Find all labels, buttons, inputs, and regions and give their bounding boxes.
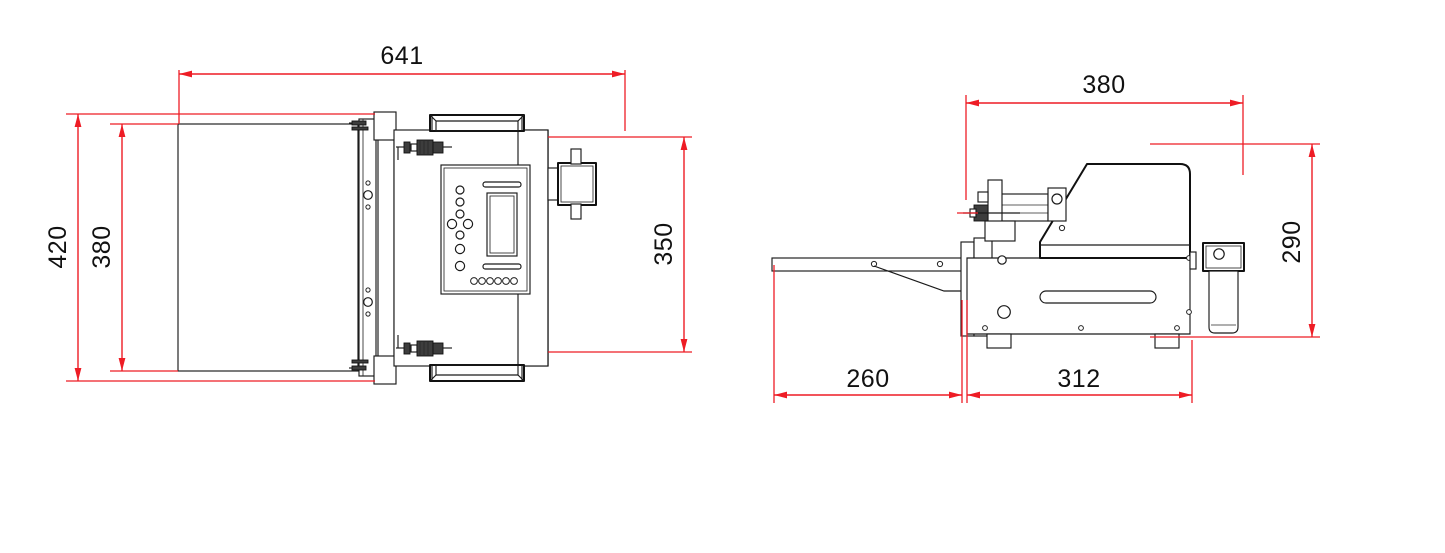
- foot-right: [1154, 333, 1180, 349]
- motor-housing-inner: [560, 165, 594, 203]
- indicator-bar-bottom: [482, 263, 522, 270]
- air-filter-unit: [1189, 242, 1245, 334]
- tray-support-strut: [873, 265, 968, 292]
- rail-hole-small-lower-2: [365, 311, 371, 317]
- panel-button-4[interactable]: [455, 230, 465, 240]
- panel-button-6[interactable]: [454, 260, 466, 272]
- guide-rail-strip: [358, 118, 377, 377]
- body-hole-large: [997, 305, 1011, 319]
- rail-hole-small-upper-1: [365, 180, 371, 186]
- dim-350-label: 350: [650, 222, 678, 265]
- panel-led-5: [502, 277, 510, 285]
- panel-led-2: [478, 277, 486, 285]
- panel-button-5[interactable]: [454, 243, 466, 255]
- dim-420-label: 420: [44, 225, 72, 268]
- dim-641: 641: [178, 42, 626, 131]
- control-panel: [440, 164, 531, 295]
- motor-housing: [557, 162, 597, 206]
- dim-641-label: 641: [380, 42, 423, 70]
- dim-380-side-label: 380: [1082, 71, 1125, 99]
- handle-bracket-top: [429, 114, 525, 132]
- cylinder-base-block: [984, 220, 1016, 242]
- cylinder-pivot-hole: [1051, 193, 1063, 205]
- rail-hole-large-lower: [363, 297, 373, 307]
- rail-top-fitting: [349, 120, 369, 131]
- sloped-upper-housing: [1039, 163, 1191, 259]
- foot-left: [986, 333, 1012, 349]
- body-hole-right-lower: [1186, 309, 1192, 315]
- dim-290: 290: [1150, 143, 1320, 338]
- side-view-dimensions: 380 290 260: [773, 71, 1320, 403]
- panel-led-1: [470, 277, 478, 285]
- dim-380-side: 380: [965, 71, 1244, 200]
- panel-button-2[interactable]: [455, 197, 465, 207]
- door-panel: [177, 123, 359, 372]
- frame-post: [377, 118, 395, 377]
- side-view-geometry: [771, 163, 1245, 349]
- rail-hole-small-lower-1: [365, 287, 371, 293]
- dim-312-label: 312: [1057, 365, 1100, 393]
- handle-bracket-bottom: [429, 364, 525, 382]
- dim-380-front: 380: [88, 123, 178, 372]
- body-hole-bottom-1: [1078, 325, 1084, 331]
- filter-inlet: [1189, 251, 1197, 270]
- panel-button-3[interactable]: [455, 209, 465, 219]
- cylinder-fitting-upper: [977, 191, 989, 203]
- panel-button-right[interactable]: [462, 218, 474, 230]
- filter-gauge-port: [1213, 248, 1225, 260]
- panel-button-1[interactable]: [455, 185, 465, 195]
- indicator-bar-top: [482, 181, 522, 188]
- panel-button-left[interactable]: [446, 218, 458, 230]
- body-hole-bottom-2: [1174, 325, 1180, 331]
- front-view: 641 420 380: [44, 42, 692, 385]
- post-block-bottom: [373, 355, 397, 385]
- body-hole-upper: [1058, 224, 1066, 232]
- motor-flange: [547, 167, 559, 201]
- body-hole-bottom-3: [982, 325, 988, 331]
- panel-led-3: [486, 277, 494, 285]
- filter-head-inner: [1205, 245, 1242, 269]
- rail-bottom-fitting: [349, 359, 369, 371]
- front-view-dimensions: 641 420 380: [44, 42, 692, 382]
- dim-290-label: 290: [1278, 220, 1306, 263]
- motor-block: [547, 148, 597, 220]
- panel-led-6: [510, 277, 518, 285]
- dim-350: 350: [548, 136, 692, 353]
- dim-260: 260: [773, 265, 963, 403]
- dim-260-label: 260: [846, 365, 889, 393]
- cylinder-barrel: [999, 193, 1049, 222]
- adjuster-knob-bottom: [396, 335, 452, 357]
- dim-420: 420: [44, 113, 375, 382]
- adjuster-knob-top: [396, 139, 452, 160]
- side-vent-slot: [1039, 290, 1157, 304]
- rail-hole-large-upper: [363, 190, 373, 200]
- side-view: 380 290 260: [771, 71, 1320, 403]
- motor-shaft-bottom: [570, 203, 582, 220]
- front-view-geometry: [177, 111, 597, 385]
- tray-hole-2: [936, 260, 944, 268]
- dim-312: 312: [966, 300, 1193, 403]
- body-hole-mid: [997, 255, 1007, 265]
- filter-bowl: [1208, 270, 1239, 334]
- display-screen-bezel: [489, 195, 515, 254]
- dim-380-front-label: 380: [88, 225, 116, 268]
- rail-hole-small-upper-2: [365, 204, 371, 210]
- motor-shaft-top: [570, 148, 582, 165]
- post-block-top: [373, 111, 397, 141]
- control-panel-inner-frame: [443, 167, 528, 292]
- panel-led-4: [494, 277, 502, 285]
- display-screen: [486, 192, 518, 257]
- tray-hole-1: [870, 260, 878, 268]
